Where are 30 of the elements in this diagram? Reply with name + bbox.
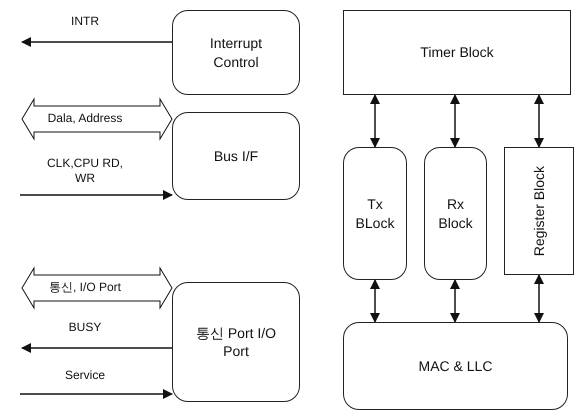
double-arrow bbox=[450, 94, 460, 148]
rounded-block bbox=[424, 147, 487, 280]
double-arrow bbox=[534, 94, 544, 148]
rounded-block bbox=[343, 322, 568, 410]
block-label: Interrupt Control bbox=[208, 34, 264, 71]
double-arrow bbox=[534, 274, 544, 323]
double-arrow bbox=[370, 94, 380, 148]
double-arrow bbox=[370, 279, 380, 323]
block-label: Bus I/F bbox=[212, 146, 260, 166]
signal-label: Dala, Address bbox=[46, 111, 124, 126]
bus-arrow bbox=[21, 97, 173, 141]
signal-arrow bbox=[21, 343, 172, 353]
signal-arrow bbox=[20, 190, 173, 200]
signal-label: 통신, I/O Port bbox=[48, 280, 122, 295]
rounded-block bbox=[343, 147, 407, 280]
block-label: Tx BLock bbox=[354, 195, 396, 232]
block bbox=[504, 147, 574, 275]
rounded-block bbox=[172, 112, 300, 200]
bus-arrow bbox=[21, 266, 173, 310]
block-label: Register Block bbox=[530, 164, 548, 258]
block bbox=[343, 10, 571, 95]
double-arrow bbox=[450, 279, 460, 323]
rounded-block bbox=[172, 282, 300, 402]
signal-arrow bbox=[21, 37, 172, 47]
block-label: MAC & LLC bbox=[418, 356, 494, 376]
block-label: Rx Block bbox=[437, 195, 474, 232]
block-label: 통신 Port I/O Port bbox=[194, 324, 278, 360]
signal-arrow bbox=[20, 389, 173, 399]
rounded-block bbox=[172, 10, 300, 95]
block-label: Timer Block bbox=[419, 43, 495, 62]
